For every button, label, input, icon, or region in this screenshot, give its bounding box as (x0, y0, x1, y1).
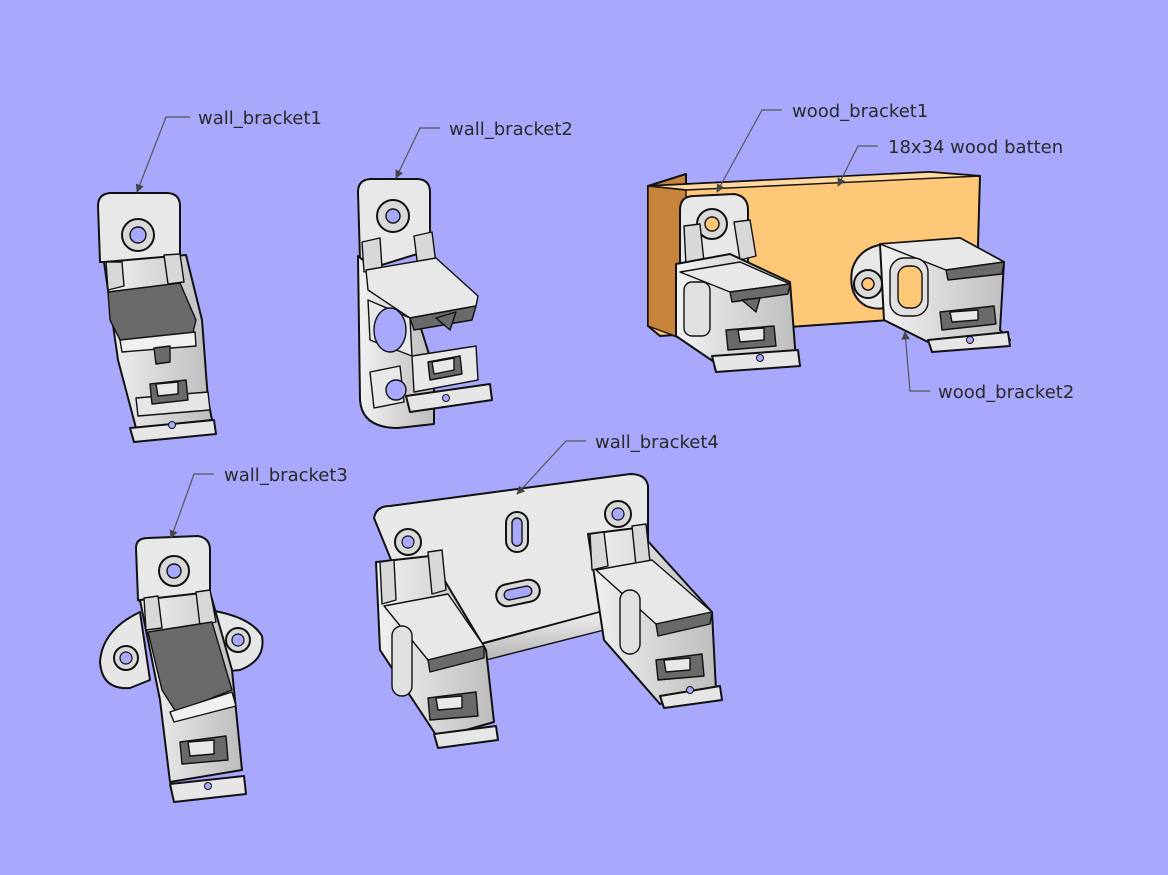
label-wood-bracket1: wood_bracket1 (792, 101, 928, 122)
leader-wall-bracket2 (395, 127, 440, 179)
wall-bracket4-part[interactable] (373, 473, 723, 749)
leader-lines (135, 109, 930, 539)
label-wall-bracket4: wall_bracket4 (595, 432, 719, 453)
wood-bracket2-part[interactable] (850, 237, 1011, 353)
leader-wood-batten (837, 145, 878, 187)
wall-bracket2-part[interactable] (357, 178, 493, 429)
label-wood-batten: 18x34 wood batten (888, 137, 1063, 158)
label-wall-bracket1: wall_bracket1 (198, 108, 322, 129)
label-wood-bracket2: wood_bracket2 (938, 382, 1074, 403)
label-wall-bracket2: wall_bracket2 (449, 119, 573, 140)
leader-wood-bracket2 (901, 331, 930, 392)
wall-bracket3-part[interactable] (99, 535, 264, 803)
wood-bracket1-part[interactable] (675, 193, 801, 373)
label-wall-bracket3: wall_bracket3 (224, 465, 348, 486)
leader-wall-bracket1 (135, 116, 190, 193)
wall-bracket1-part[interactable] (97, 192, 217, 443)
leader-wood-bracket1 (716, 109, 782, 193)
leader-wall-bracket3 (169, 473, 214, 539)
leader-wall-bracket4 (516, 440, 586, 495)
